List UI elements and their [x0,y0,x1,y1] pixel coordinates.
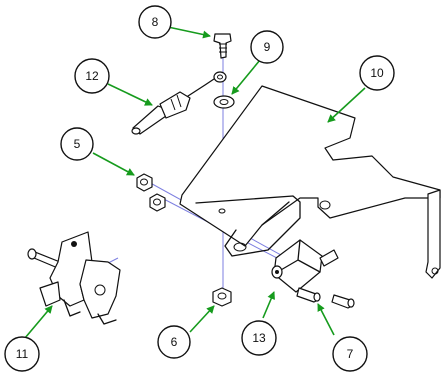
washer-part-9 [213,95,235,109]
leader-arrows [24,26,366,339]
callout-number: 10 [370,66,384,80]
bolt-part-8 [213,33,232,59]
callout-5: 5 [60,127,94,161]
nut-part-6 [212,287,232,307]
callout-13: 13 [241,320,277,356]
mechanism-part-11 [27,231,121,325]
callout-number: 13 [252,331,266,345]
callout-number: 9 [264,40,271,54]
switch-part-13 [271,239,339,293]
screws-part-7 [296,287,355,309]
callout-number: 7 [347,347,354,361]
callout-10: 10 [359,55,395,91]
callout-number: 6 [171,335,178,349]
callout-6: 6 [157,325,191,359]
callout-number: 12 [85,69,99,83]
callout-number: 11 [16,347,29,361]
callout-11: 11 [4,336,40,372]
callout-7: 7 [332,336,368,372]
probe-part-12 [131,71,227,135]
nut-part-5 [136,173,166,212]
callout-8: 8 [138,5,172,39]
callout-12: 12 [74,58,110,94]
callout-9: 9 [250,30,284,64]
bracket-part-10 [179,85,441,279]
callout-number: 5 [74,137,81,151]
callout-number: 8 [152,15,159,29]
